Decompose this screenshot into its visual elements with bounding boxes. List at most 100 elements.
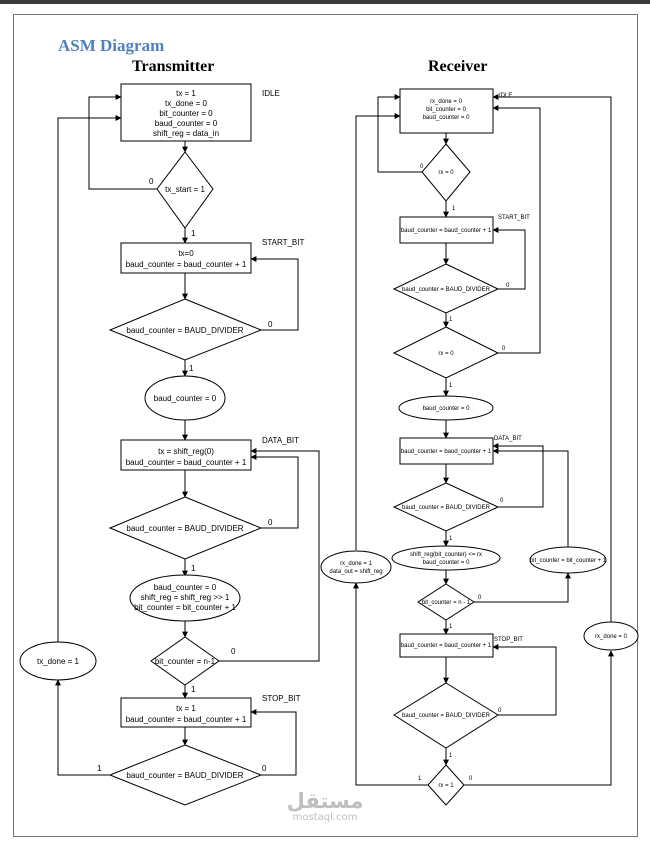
tx-stop-baud-cond: baud_counter = BAUD_DIVIDER: [126, 771, 243, 780]
branch-one: 1: [191, 229, 196, 238]
rx-stop-text: baud_counter = baud_counter + 1: [401, 643, 492, 649]
branch-one: 1: [189, 364, 194, 373]
branch-one: 1: [449, 624, 453, 630]
tx-start-cond: tx_start = 1: [165, 185, 205, 194]
branch-zero: 0: [149, 177, 154, 186]
rx-cond2-text: rx = 0: [438, 351, 454, 357]
rx-idle-label: IDLE: [499, 93, 512, 99]
branch-one: 1: [452, 206, 456, 212]
rx-stop-bit-cond: rx = 1: [438, 783, 454, 789]
tx-data-baud-cond: baud_counter = BAUD_DIVIDER: [126, 524, 243, 533]
tx-start-state-box: [120, 242, 252, 274]
tx-idle-line: shift_reg = data_in: [153, 129, 219, 138]
rx-shift-ellipse: [391, 545, 501, 571]
receiver-branch-labels: 0 1 0 1 0 1 0 1 0 1 0 1 1 0: [418, 164, 510, 782]
receiver-shapes: [320, 88, 639, 806]
tx-start-baud-decision: [108, 298, 263, 361]
rx-start-state-box: [399, 216, 494, 244]
receiver-state-labels: IDLE START_BIT DATA_BIT STOP_BIT: [494, 93, 530, 643]
branch-one: 1: [191, 685, 196, 694]
branch-zero: 0: [478, 595, 482, 601]
tx-start-baud-cond: baud_counter = BAUD_DIVIDER: [126, 326, 243, 335]
top-border-bar: [0, 0, 650, 4]
tx-stop-line: baud_counter = baud_counter + 1: [126, 715, 247, 724]
branch-one: 1: [449, 753, 453, 759]
tx-idle-label: IDLE: [262, 89, 280, 98]
rx-cond-text: rx = 0: [438, 170, 454, 176]
rx-bit-counter-decision: [417, 583, 475, 621]
branch-one: 1: [449, 536, 453, 542]
branch-zero: 0: [268, 320, 273, 329]
tx-reset-baud-ellipse: [144, 375, 226, 421]
rx-done-fail-text: rx_done = 0: [595, 634, 628, 640]
rx-bit-cond: bit_counter = n - 1: [422, 600, 471, 606]
tx-update-line: baud_counter = 0: [154, 583, 217, 592]
rx-data-baud-decision: [392, 482, 500, 532]
rx-start-label: START_BIT: [498, 215, 530, 221]
page-frame: [13, 14, 638, 837]
tx-start-line: baud_counter = baud_counter + 1: [126, 260, 247, 269]
branch-one: 1: [97, 764, 102, 773]
rx-stop-baud-cond: baud_counter = BAUD_DIVIDER: [402, 713, 491, 719]
tx-update-line: shift_reg = shift_reg >> 1: [141, 593, 230, 602]
rx-idle-line: baud_counter = 0: [423, 115, 471, 121]
rx-start-baud-decision: [392, 263, 500, 314]
tx-stop-label: STOP_BIT: [262, 694, 301, 703]
transmitter-shapes: [19, 83, 263, 806]
rx-reset-baud: baud_counter = 0: [423, 406, 471, 412]
tx-data-update-ellipse: [129, 574, 241, 622]
rx-start-decision: [421, 143, 471, 202]
tx-done-ellipse: [19, 641, 97, 681]
branch-one: 1: [191, 564, 196, 573]
tx-stop-state-box: [120, 697, 252, 728]
branch-zero: 0: [469, 776, 473, 782]
rx-done-line: data_out = shift_reg: [329, 569, 382, 575]
tx-idle-state-box: [120, 83, 252, 142]
rx-stop-state-box: [399, 633, 494, 658]
branch-zero: 0: [268, 518, 273, 527]
branch-zero: 0: [502, 346, 506, 352]
tx-idle-line: tx_done = 0: [165, 99, 208, 108]
tx-update-line: bit_counter = bit_counter + 1: [134, 603, 236, 612]
document-title: ASM Diagram: [58, 36, 165, 55]
rx-shift-line: shift_reg(bit_counter) <= rx: [410, 552, 482, 558]
branch-zero: 0: [498, 708, 502, 714]
rx-idle-state-box: [399, 88, 494, 134]
tx-bit-counter-decision: [150, 636, 220, 686]
rx-reset-baud-ellipse: [398, 395, 494, 421]
tx-bit-cond: bit_counter = n-1: [155, 657, 216, 666]
rx-done-line: rx_done = 1: [340, 561, 373, 567]
transmitter-branch-labels: 0 1 0 1 0 1 0 1 0 1: [97, 177, 273, 773]
branch-zero: 0: [500, 498, 504, 504]
tx-data-label: DATA_BIT: [262, 436, 299, 445]
tx-start-label: START_BIT: [262, 238, 304, 247]
tx-data-line: baud_counter = baud_counter + 1: [126, 458, 247, 467]
rx-idle-line: bit_counter = 0: [426, 107, 467, 113]
rx-stop-label: STOP_BIT: [494, 637, 523, 643]
watermark-arabic-text: مستقل: [286, 789, 364, 813]
watermark-url-text: mostaql.com: [292, 812, 358, 823]
rx-shift-line: baud_counter = 0: [423, 560, 471, 566]
receiver-title: Receiver: [428, 58, 488, 75]
receiver-text: rx_done = 0 bit_counter = 0 baud_counter…: [329, 99, 627, 789]
tx-start-decision: [156, 151, 214, 229]
rx-midbit-decision: [392, 326, 500, 379]
transmitter-state-labels: IDLE START_BIT DATA_BIT STOP_BIT: [262, 89, 304, 703]
transmitter-text: tx = 1 tx_done = 0 bit_counter = 0 baud_…: [37, 89, 247, 780]
mostaql-watermark: مستقل mostaql.com: [270, 790, 380, 824]
rx-bit-inc-text: bit_counter = bit_counter + 1: [530, 558, 607, 564]
transmitter-connectors: [55, 94, 320, 776]
branch-zero: 0: [262, 764, 267, 773]
rx-stop-baud-decision: [393, 682, 499, 749]
transmitter-title: Transmitter: [132, 58, 215, 75]
branch-zero: 0: [231, 647, 236, 656]
rx-start-baud-cond: baud_counter = BAUD_DIVIDER: [402, 287, 491, 293]
tx-idle-line: bit_counter = 0: [159, 109, 213, 118]
rx-idle-line: rx_done = 0: [430, 99, 463, 105]
rx-stop-bit-decision: [427, 764, 465, 806]
rx-done-ellipse: [320, 550, 392, 584]
rx-bit-inc-ellipse: [529, 546, 607, 574]
rx-data-baud-cond: baud_counter = BAUD_DIVIDER: [402, 505, 491, 511]
rx-done-fail-ellipse: [583, 621, 639, 651]
